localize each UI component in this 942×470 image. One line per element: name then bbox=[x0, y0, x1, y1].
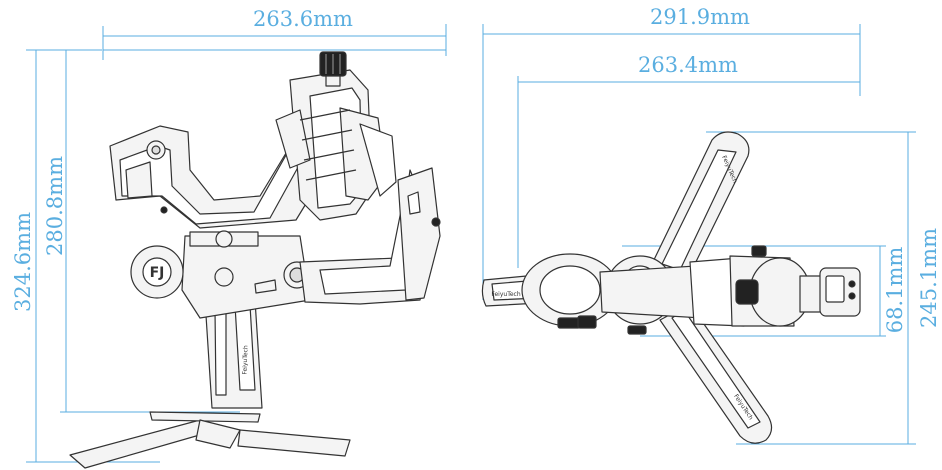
top-outer-width-label: 291.9mm bbox=[650, 5, 750, 29]
side-width-label: 263.6mm bbox=[253, 7, 353, 31]
roll-arm bbox=[299, 167, 441, 305]
logo-text: FJ bbox=[150, 265, 165, 281]
tilt-bracket bbox=[109, 103, 353, 229]
leg-brand-text-left: FeiyuTech bbox=[491, 291, 520, 298]
logo-badge: FJ bbox=[130, 245, 184, 299]
tripod-leg-upper: FeiyuTech bbox=[649, 131, 750, 283]
top-inner-width-label: 263.4mm bbox=[638, 53, 738, 77]
gimbal-side-view: FeiyuTech FJ bbox=[69, 51, 441, 469]
grip-brand-text: FeiyuTech bbox=[241, 345, 249, 375]
tripod-legs-side bbox=[69, 411, 351, 469]
top-view-knobs bbox=[557, 245, 767, 335]
top-knob bbox=[319, 51, 347, 87]
camera-mount bbox=[275, 69, 397, 221]
gimbal-top-view: FeiyuTech FeiyuTech FeiyuTech bbox=[481, 131, 861, 444]
tripod-leg-lower: FeiyuTech bbox=[659, 303, 773, 444]
side-mid-height-label: 280.8mm bbox=[43, 156, 67, 256]
top-body-height-label: 68.1mm bbox=[883, 247, 907, 334]
top-body bbox=[521, 253, 861, 327]
top-tripod-span-label: 245.1mm bbox=[917, 228, 941, 328]
dimension-lines bbox=[26, 24, 916, 463]
side-total-height-label: 324.6mm bbox=[11, 212, 35, 312]
body-housing bbox=[181, 230, 311, 319]
